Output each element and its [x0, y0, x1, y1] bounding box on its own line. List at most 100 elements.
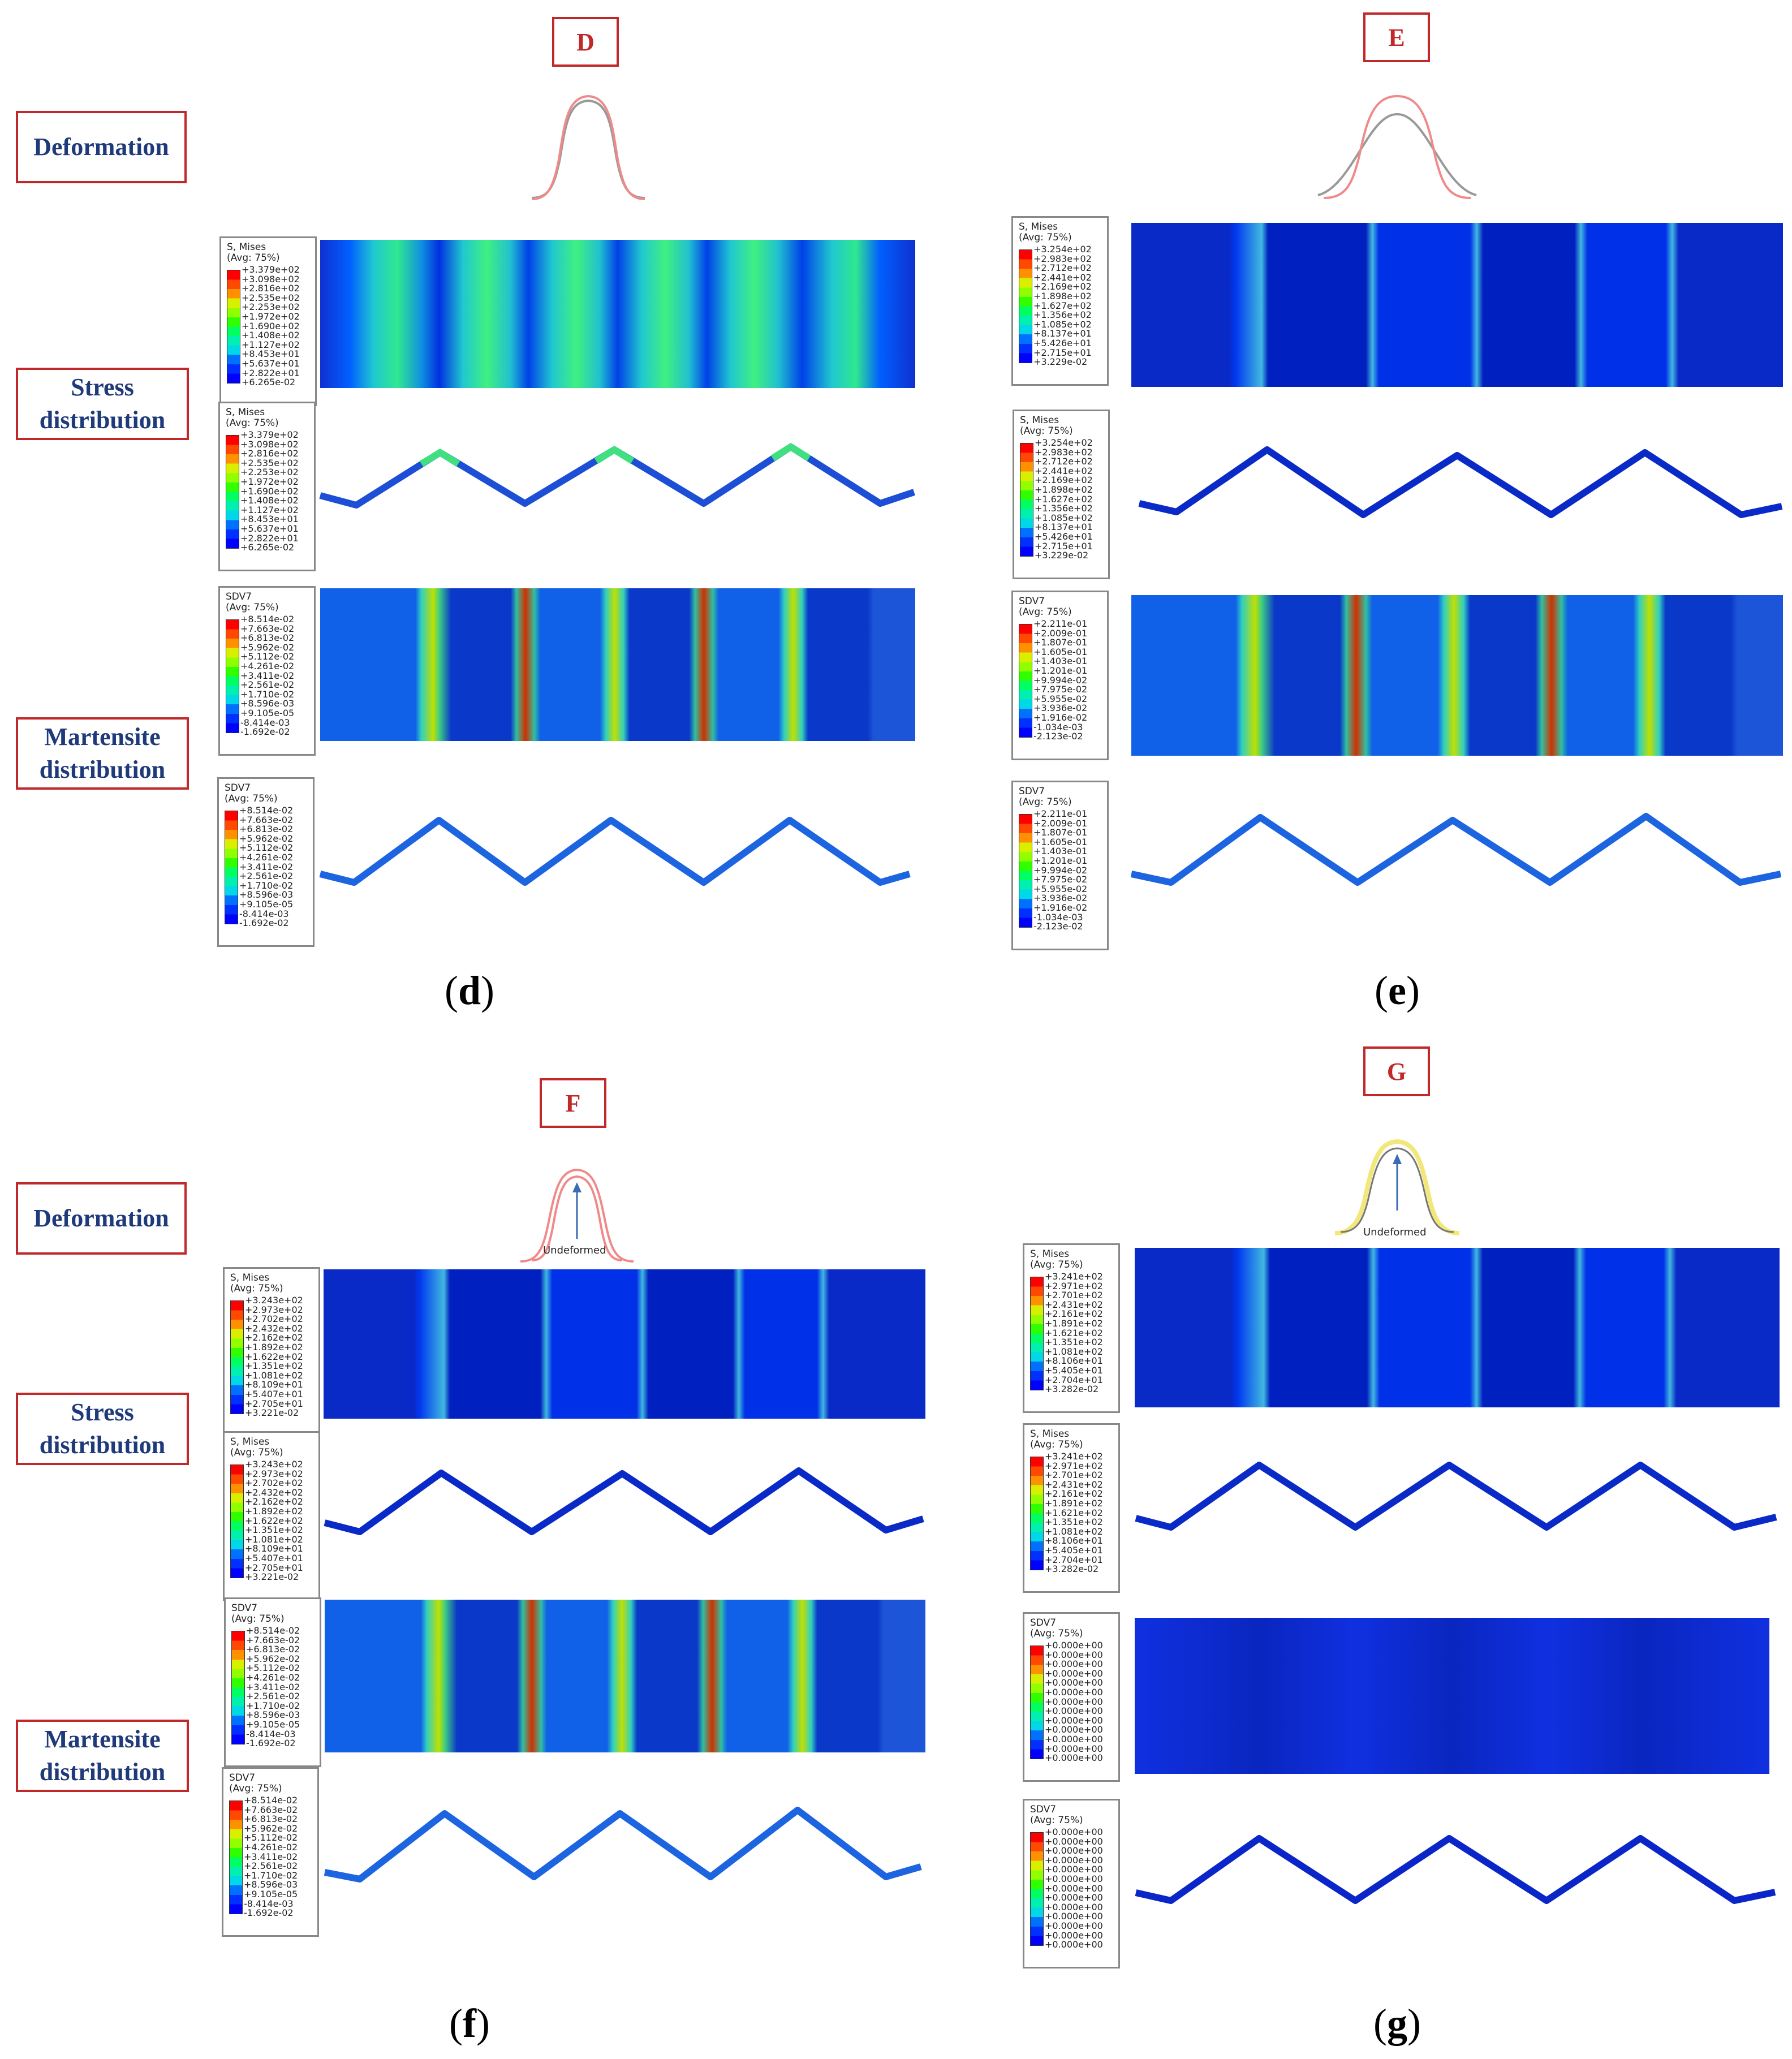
legend-value: +3.379e+02 [240, 429, 299, 440]
legend-value: +1.891e+02 [1045, 1497, 1103, 1509]
legend-value: +2.431e+02 [1045, 1299, 1103, 1310]
legend-value: +1.605e-01 [1033, 646, 1088, 657]
legend-value: +7.663e-02 [240, 623, 295, 634]
legend-value: +0.000e+00 [1045, 1827, 1103, 1837]
legend-value: +5.955e-02 [1033, 693, 1088, 704]
stress-flat-g [1135, 1248, 1780, 1407]
legend-value: +1.081e+02 [1045, 1346, 1103, 1357]
martensite-legend-f: SDV7(Avg: 75%)+8.514e-02+7.663e-02+6.813… [222, 1767, 319, 1937]
legend-value: +0.000e+00 [1045, 1686, 1103, 1698]
legend-value: +1.605e-01 [1033, 836, 1088, 847]
legend-average: (Avg: 75%) [230, 1283, 283, 1294]
stress-wave-g [1135, 1462, 1777, 1531]
legend-average: (Avg: 75%) [1019, 232, 1072, 243]
legend-value: +0.000e+00 [1045, 1854, 1103, 1866]
legend-value: +1.690e+02 [242, 320, 300, 331]
legend-value: +5.112e-02 [239, 842, 294, 854]
legend-value: +0.000e+00 [1045, 1901, 1103, 1912]
legend-color-bar [1020, 443, 1033, 557]
legend-value: +1.351e+02 [245, 1360, 303, 1372]
legend-value: +0.000e+00 [1045, 1715, 1103, 1726]
legend-value: +1.891e+02 [1045, 1317, 1103, 1329]
row-label-deformation-bottom: Deformation [16, 1182, 187, 1255]
legend-value: +2.705e+01 [245, 1398, 303, 1409]
legend-average: (Avg: 75%) [1030, 1815, 1083, 1826]
legend-value: +5.426e+01 [1035, 531, 1093, 542]
martensite-legend-e: SDV7(Avg: 75%)+2.211e-01+2.009e-01+1.807… [1011, 781, 1109, 950]
legend-title: S, Mises [1019, 221, 1058, 232]
legend-value: +1.627e+02 [1033, 300, 1092, 311]
legend-value: +0.000e+00 [1045, 1883, 1103, 1894]
legend-title: S, Mises [1030, 1248, 1070, 1260]
legend-value: +1.972e+02 [242, 311, 300, 322]
legend-value: -2.123e-02 [1033, 731, 1083, 742]
legend-title: SDV7 [1030, 1617, 1057, 1629]
martensite-flat-g [1135, 1618, 1769, 1774]
legend-value: +0.000e+00 [1045, 1733, 1103, 1744]
legend-value: +1.892e+02 [245, 1341, 303, 1352]
legend-value: +0.000e+00 [1045, 1640, 1103, 1651]
row-label-stress-bottom: Stress distribution [16, 1393, 189, 1465]
legend-value: +1.081e+02 [245, 1369, 303, 1381]
stress-legend-d: S, Mises(Avg: 75%)+3.379e+02+3.098e+02+2… [219, 236, 317, 406]
legend-title: S, Mises [1030, 1428, 1070, 1440]
legend-value: +1.807e-01 [1033, 827, 1088, 838]
legend-value: +8.109e+01 [245, 1543, 303, 1554]
martensite-wave-e [1130, 813, 1782, 886]
legend-value: +2.009e-01 [1033, 817, 1088, 829]
legend-value: +9.105e-05 [244, 1888, 298, 1899]
legend-value: +2.253e+02 [242, 301, 300, 313]
legend-value: +3.411e-02 [246, 1681, 300, 1692]
legend-value: +8.514e-02 [246, 1625, 300, 1636]
legend-value: +4.261e-02 [239, 851, 294, 863]
legend-value: +0.000e+00 [1045, 1752, 1103, 1764]
legend-value: +8.453e+01 [240, 514, 299, 525]
legend-average: (Avg: 75%) [231, 1613, 285, 1625]
legend-value: +0.000e+00 [1045, 1911, 1103, 1922]
legend-value: +8.137e+01 [1033, 328, 1092, 339]
legend-value: +8.514e-02 [239, 805, 294, 816]
legend-average: (Avg: 75%) [1030, 1259, 1083, 1270]
stress-legend-f: S, Mises(Avg: 75%)+3.243e+02+2.973e+02+2… [223, 1431, 320, 1601]
legend-average: (Avg: 75%) [1030, 1628, 1083, 1639]
legend-value: +2.169e+02 [1033, 281, 1092, 292]
legend-value: +2.441e+02 [1035, 465, 1093, 476]
legend-color-bar [227, 270, 240, 384]
legend-value: +0.000e+00 [1045, 1743, 1103, 1754]
legend-value: +5.112e-02 [240, 651, 295, 662]
legend-color-bar [1030, 1277, 1044, 1391]
legend-value: +2.816e+02 [242, 283, 300, 294]
legend-value: +8.596e-03 [240, 698, 295, 709]
legend-value: +5.405e+01 [1045, 1544, 1103, 1556]
legend-value: +6.813e-02 [239, 824, 294, 835]
legend-value: +7.975e-02 [1033, 874, 1088, 885]
legend-value: +3.411e-02 [239, 861, 294, 872]
legend-value: +7.663e-02 [239, 814, 294, 825]
legend-value: +1.622e+02 [245, 1515, 303, 1526]
row-label-martensite-top: Martensite distribution [16, 717, 189, 790]
legend-value: +1.690e+02 [240, 485, 299, 497]
legend-value: +0.000e+00 [1045, 1677, 1103, 1688]
martensite-wave-f [324, 1807, 922, 1883]
legend-average: (Avg: 75%) [1019, 796, 1072, 808]
legend-value: +1.710e-02 [240, 688, 295, 700]
martensite-legend-g: SDV7(Avg: 75%)+0.000e+00+0.000e+00+0.000… [1023, 1799, 1120, 1968]
legend-value: +2.441e+02 [1033, 272, 1092, 283]
legend-value: +3.243e+02 [245, 1295, 303, 1306]
legend-value: -1.692e-02 [246, 1738, 296, 1749]
legend-value: +6.813e-02 [240, 632, 295, 644]
legend-value: +3.229e-02 [1035, 550, 1089, 561]
legend-value: +5.962e-02 [239, 833, 294, 844]
legend-value: +2.973e+02 [245, 1468, 303, 1479]
legend-value: +2.561e-02 [246, 1691, 300, 1702]
legend-value: +2.211e-01 [1033, 808, 1088, 819]
legend-value: +3.254e+02 [1033, 244, 1092, 255]
legend-value: +3.243e+02 [245, 1459, 303, 1470]
legend-color-bar [1019, 624, 1032, 738]
legend-value: +5.962e-02 [246, 1653, 300, 1664]
legend-value: +9.105e-05 [240, 707, 295, 718]
legend-title: S, Mises [1020, 415, 1059, 426]
legend-value: +8.106e+01 [1045, 1535, 1103, 1547]
legend-value: +3.254e+02 [1035, 437, 1093, 448]
legend-value: +0.000e+00 [1045, 1649, 1103, 1660]
